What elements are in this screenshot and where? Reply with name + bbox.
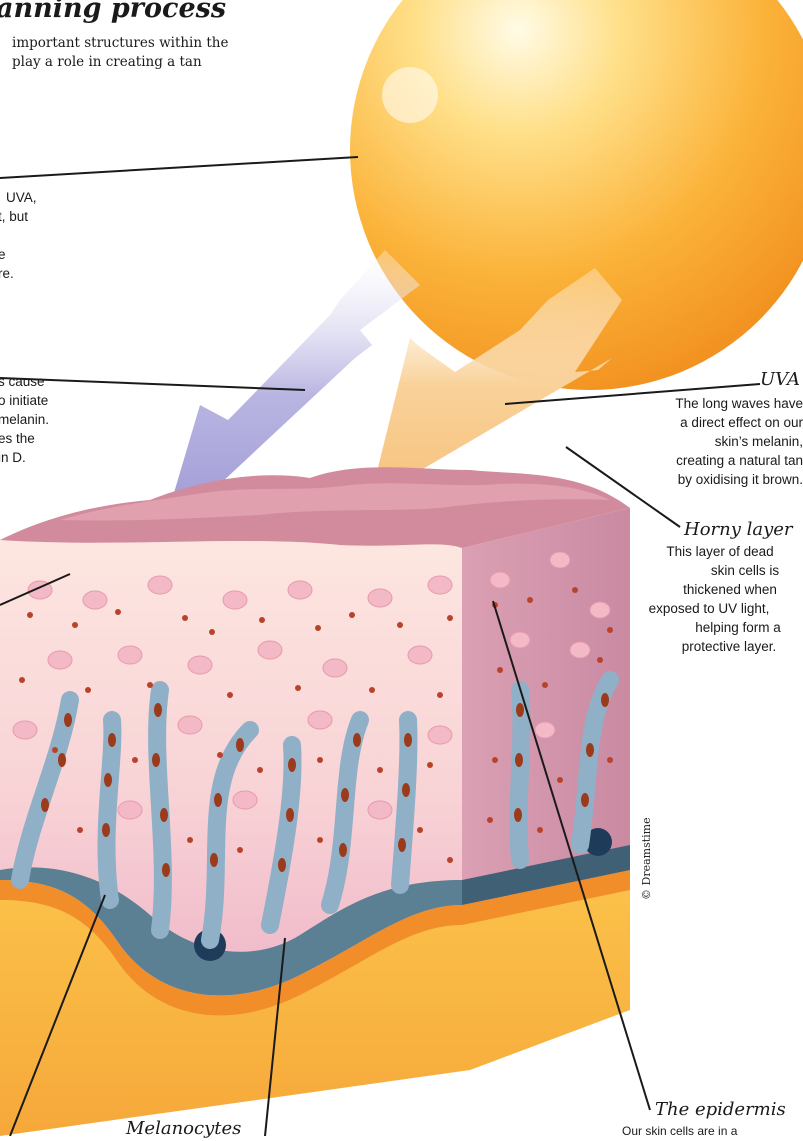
horny-layer-label: Horny layer [684, 519, 793, 541]
uvb-text-line: o initiate [0, 391, 49, 410]
horny-desc-line: thickened when [620, 580, 803, 599]
page-title: anning process [0, 0, 226, 26]
sun-text-line: e [0, 245, 37, 264]
sun-text: UVA, t, but e re. [0, 188, 37, 283]
uva-label: UVA [760, 369, 800, 391]
intro-line: play a role in creating a tan [12, 53, 312, 72]
uva-desc-line: a direct effect on our [573, 413, 803, 432]
horny-desc-line: exposed to UV light, [598, 599, 803, 618]
uvb-text-line: s cause [0, 372, 49, 391]
uvb-text-line: es the [0, 429, 49, 448]
intro-text: important structures within the play a r… [12, 34, 312, 72]
sun-text-line: re. [0, 264, 37, 283]
uva-desc-line: by oxidising it brown. [573, 470, 803, 489]
sun-flare [382, 67, 438, 123]
intro-line: important structures within the [12, 34, 312, 53]
uvb-text-line: melanin. [0, 410, 49, 429]
uva-desc-line: skin’s melanin, [573, 432, 803, 451]
image-credit: © Dreamstime [640, 817, 653, 900]
uva-description: The long waves have a direct effect on o… [573, 394, 803, 489]
epidermis-label: The epidermis [655, 1099, 786, 1121]
horny-layer-description: This layer of dead skin cells is thicken… [620, 542, 803, 656]
horny-desc-line: This layer of dead [620, 542, 803, 561]
epidermis-description: Our skin cells are in a [622, 1122, 737, 1141]
horny-desc-line: protective layer. [620, 637, 803, 656]
horny-desc-line: skin cells is [620, 561, 803, 580]
melanocytes-label: Melanocytes [126, 1118, 241, 1140]
sun-text-line: t, but [0, 207, 37, 226]
sun-text-line: UVA, [0, 188, 37, 207]
uva-desc-line: The long waves have [573, 394, 803, 413]
horny-desc-line: helping form a [620, 618, 803, 637]
uva-desc-line: creating a natural tan [573, 451, 803, 470]
uvb-text-line: in D. [0, 448, 49, 467]
uvb-text: s cause o initiate melanin. es the in D. [0, 372, 49, 467]
